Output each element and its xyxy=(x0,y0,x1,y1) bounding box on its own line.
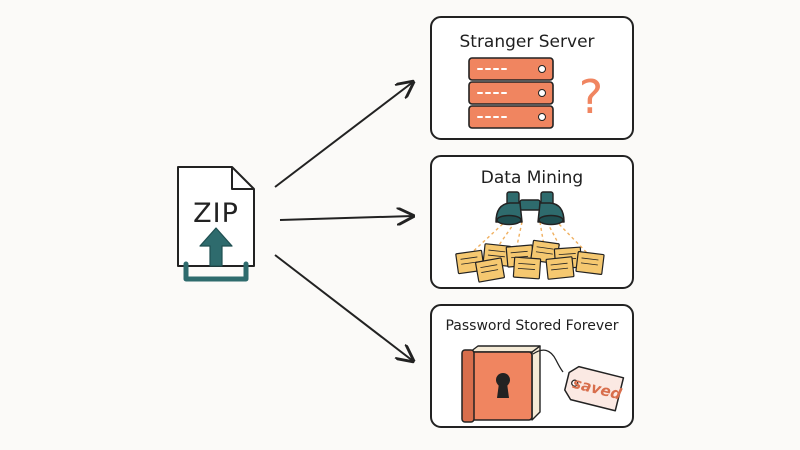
arrow-to-stranger-server xyxy=(274,82,413,188)
panel-title-stranger-server: Stranger Server xyxy=(459,32,594,52)
upload-tray-icon xyxy=(183,261,249,282)
zip-label: ZIP xyxy=(193,198,239,229)
question-mark-icon: ? xyxy=(579,70,603,124)
locked-book-icon xyxy=(461,345,541,423)
zip-file-icon: ZIP xyxy=(177,166,255,282)
panel-title-password-stored: Password Stored Forever xyxy=(445,318,618,334)
documents-pile-icon xyxy=(455,239,605,283)
panel-data-mining: Data Mining xyxy=(430,155,634,289)
arrow-to-password-stored xyxy=(274,254,413,361)
panel-password-stored: Password Stored Forever saved xyxy=(430,304,634,428)
tag-string xyxy=(532,349,564,373)
binoculars-icon xyxy=(495,191,565,226)
keyhole-icon xyxy=(496,373,510,398)
saved-tag-icon: saved xyxy=(564,365,625,412)
panel-title-data-mining: Data Mining xyxy=(481,168,583,188)
panel-stranger-server: Stranger Server ? xyxy=(430,16,634,140)
arrow-to-data-mining xyxy=(279,216,413,220)
upload-arrow-icon xyxy=(199,227,233,267)
server-rack-icon xyxy=(468,57,554,129)
